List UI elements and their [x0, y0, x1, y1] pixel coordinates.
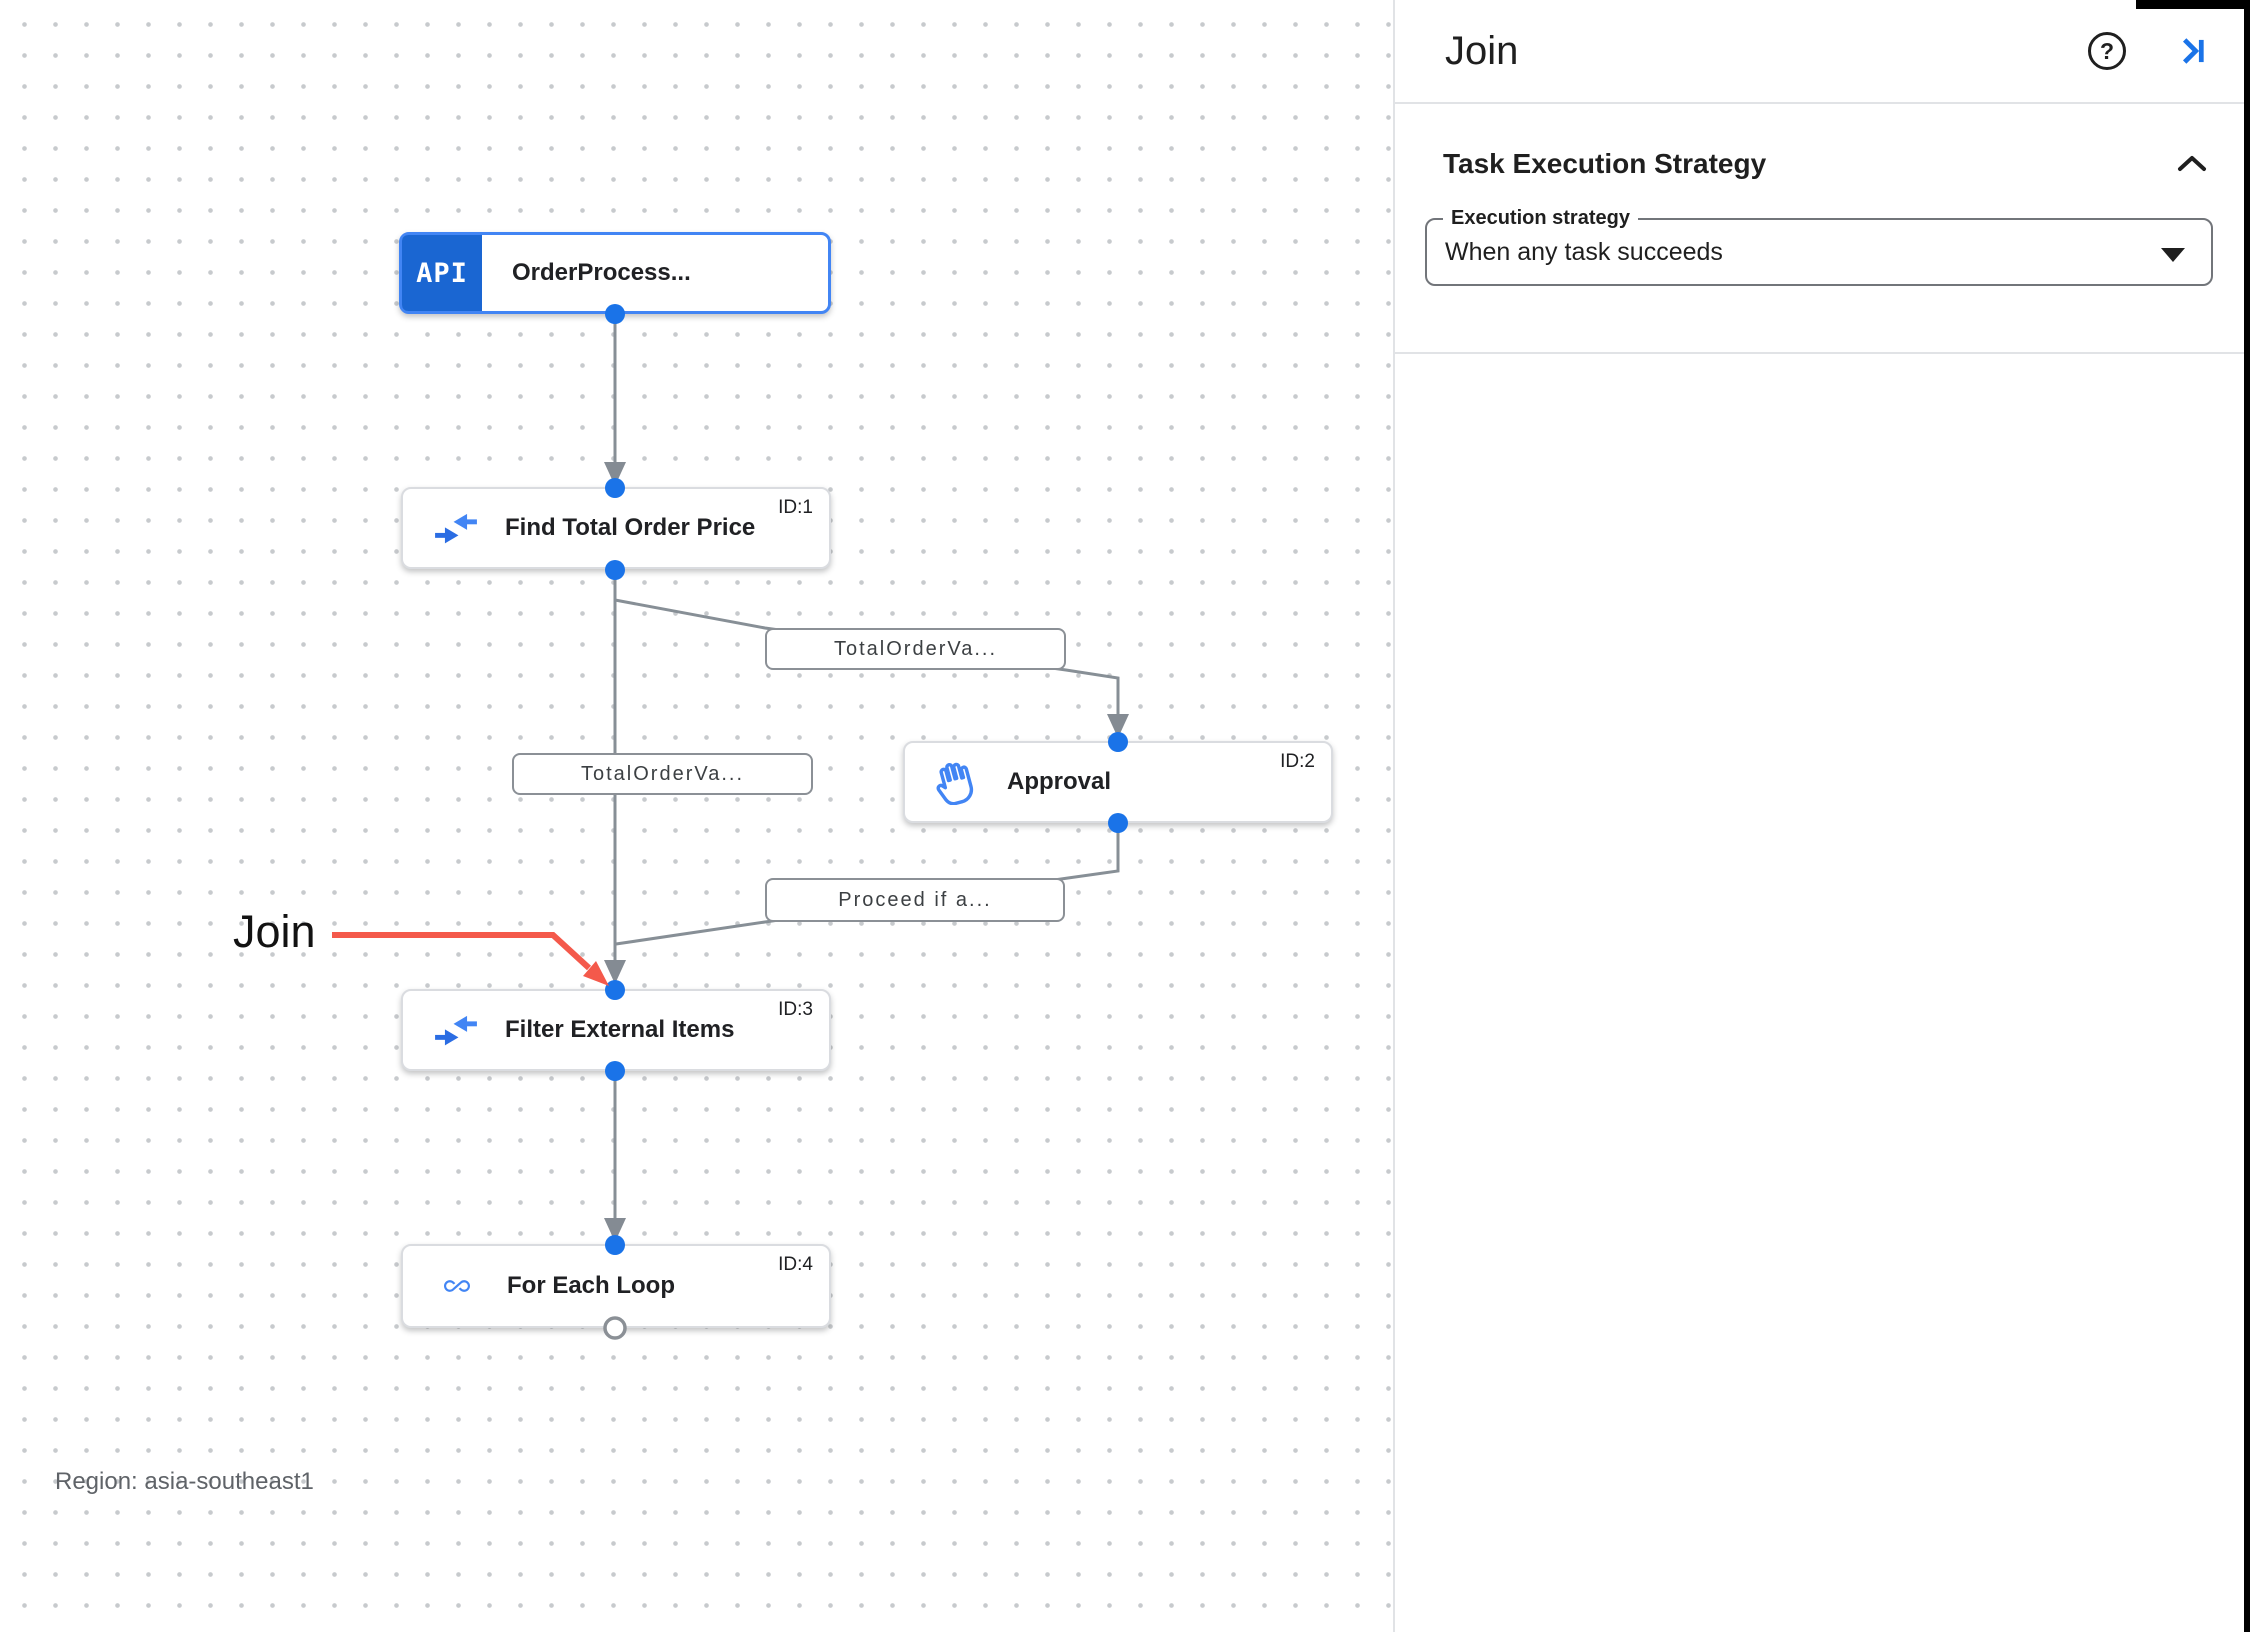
chevron-down-icon — [2161, 248, 2185, 262]
workflow-canvas[interactable]: TotalOrderVa... TotalOrderVa... Proceed … — [0, 0, 1393, 1632]
node-approval[interactable]: Approval ID:2 — [903, 741, 1333, 823]
node-title: Filter External Items — [505, 1016, 735, 1043]
execution-strategy-select[interactable]: Execution strategy When any task succeed… — [1425, 207, 2213, 286]
node-filter-external-items[interactable]: Filter External Items ID:3 — [401, 989, 831, 1071]
panel-title: Join — [1445, 28, 1519, 73]
edge-label-totalordervalue-1[interactable]: TotalOrderVa... — [765, 628, 1066, 670]
node-id-badge: ID:1 — [778, 497, 813, 518]
node-title: Find Total Order Price — [505, 514, 756, 541]
hand-icon — [935, 759, 981, 805]
chevron-up-icon[interactable] — [2176, 153, 2208, 175]
help-circle-icon[interactable]: ? — [2088, 32, 2126, 70]
edge-label-proceed-if[interactable]: Proceed if a... — [765, 878, 1065, 922]
panel-header: Join ? — [1395, 0, 2250, 104]
edge-find-to-approval[interactable] — [614, 598, 1120, 714]
arrowhead — [604, 1218, 626, 1242]
node-title: OrderProcess... — [512, 259, 691, 286]
help-glyph: ? — [2099, 37, 2115, 64]
arrowhead — [604, 462, 626, 486]
data-mapping-icon — [433, 1014, 479, 1046]
edge-approval-to-filter[interactable] — [615, 823, 1120, 946]
collapse-panel-icon[interactable] — [2172, 32, 2210, 70]
select-label: Execution strategy — [1443, 207, 1638, 230]
loop-icon — [433, 1273, 481, 1299]
config-panel: Join ? Task Execution Strategy Execution… — [1393, 0, 2250, 1632]
node-for-each-loop[interactable]: For Each Loop ID:4 — [401, 1244, 831, 1328]
arrowhead — [1107, 714, 1129, 738]
node-title: Approval — [1007, 768, 1112, 795]
node-id-badge: ID:2 — [1280, 751, 1315, 772]
edge-label-totalordervalue-2[interactable]: TotalOrderVa... — [512, 753, 813, 795]
node-id-badge: ID:4 — [778, 1254, 813, 1275]
api-trigger-icon: API — [402, 235, 482, 311]
select-value: When any task succeeds — [1445, 237, 1723, 266]
window-top-bar — [2136, 0, 2250, 9]
task-execution-strategy-section: Task Execution Strategy Execution strate… — [1395, 104, 2250, 286]
window-right-edge — [2244, 0, 2250, 1632]
arrowhead — [604, 960, 626, 984]
node-id-badge: ID:3 — [778, 999, 813, 1020]
annotation-join-text: Join — [233, 906, 316, 957]
node-find-total-order-price[interactable]: Find Total Order Price ID:1 — [401, 487, 831, 569]
node-orderprocess-trigger[interactable]: API OrderProcess... — [399, 232, 831, 314]
region-label: Region: asia-southeast1 — [55, 1468, 314, 1495]
section-title: Task Execution Strategy — [1443, 148, 1767, 179]
data-mapping-icon — [433, 512, 479, 544]
node-title: For Each Loop — [507, 1272, 675, 1299]
panel-divider — [1395, 352, 2250, 354]
